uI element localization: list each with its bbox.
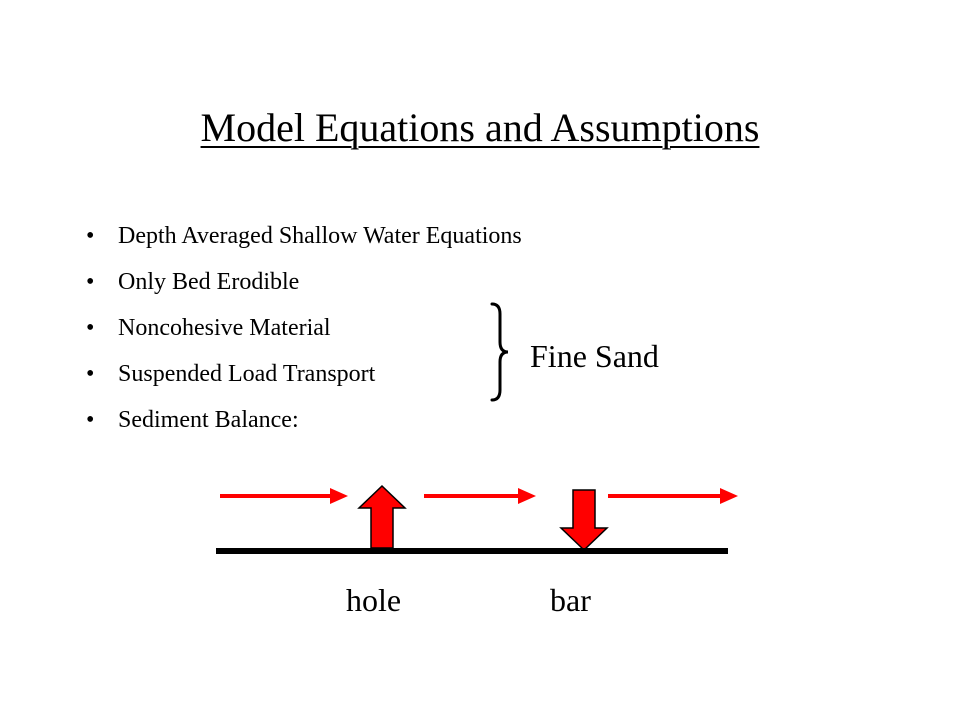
flow-arrow-icon xyxy=(608,488,738,504)
list-item: • Only Bed Erodible xyxy=(86,262,522,308)
erosion-up-arrow-icon xyxy=(357,484,407,549)
deposition-down-arrow-icon xyxy=(559,489,609,552)
bullet-text: Sediment Balance: xyxy=(118,407,299,433)
fine-sand-label: Fine Sand xyxy=(530,338,659,374)
list-item: • Suspended Load Transport xyxy=(86,354,522,400)
bar-label: bar xyxy=(550,582,591,618)
bullet-icon: • xyxy=(86,361,95,387)
right-brace-icon xyxy=(490,302,509,402)
list-item: • Noncohesive Material xyxy=(86,308,522,354)
slide-title: Model Equations and Assumptions xyxy=(200,105,760,150)
bullet-text: Only Bed Erodible xyxy=(118,269,300,295)
assumption-list: • Depth Averaged Shallow Water Equations… xyxy=(86,216,522,446)
list-item: • Depth Averaged Shallow Water Equations xyxy=(86,216,522,262)
bullet-icon: • xyxy=(86,315,95,341)
bullet-icon: • xyxy=(86,407,95,433)
flow-arrow-icon xyxy=(220,488,348,504)
list-item: • Sediment Balance: xyxy=(86,400,522,446)
bullet-icon: • xyxy=(86,269,95,295)
bullet-text: Depth Averaged Shallow Water Equations xyxy=(118,223,522,249)
flow-arrow-icon xyxy=(424,488,536,504)
hole-label: hole xyxy=(346,582,402,618)
bullet-text: Suspended Load Transport xyxy=(118,361,376,387)
bullet-text: Noncohesive Material xyxy=(118,315,331,341)
bullet-icon: • xyxy=(86,223,95,249)
sediment-balance-diagram xyxy=(216,484,738,554)
